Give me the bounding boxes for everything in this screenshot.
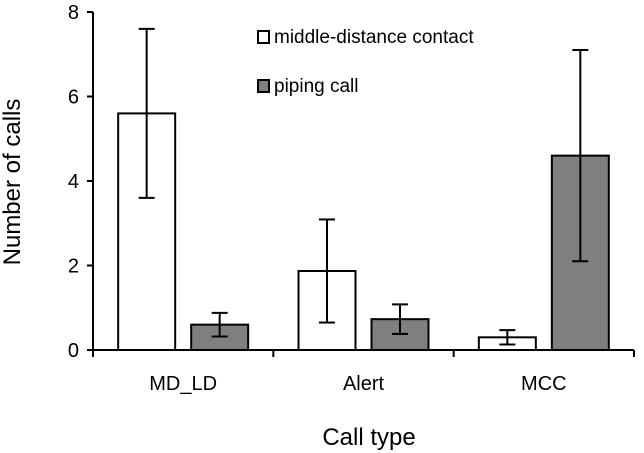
legend-swatch [257, 79, 270, 93]
y-tick-label: 6 [68, 87, 79, 109]
legend-label: piping call [274, 76, 359, 97]
legend-swatch [257, 30, 270, 44]
y-tick-label: 8 [68, 2, 79, 24]
y-tick-label: 0 [68, 340, 79, 362]
y-tick-label: 4 [68, 171, 79, 193]
plot-area: 0 2 4 6 8MD_LD Alert MCC middle-distance contac… [68, 2, 635, 395]
y-tick-label: 2 [68, 256, 79, 278]
legend-label: middle-distance contact [274, 27, 474, 48]
x-axis-title: Call type [322, 424, 415, 451]
x-tick-label: MD_LD [149, 373, 217, 395]
x-tick-label: Alert [343, 373, 385, 395]
y-axis-title: Number of calls [0, 99, 26, 266]
x-tick-label: MCC [521, 373, 567, 395]
